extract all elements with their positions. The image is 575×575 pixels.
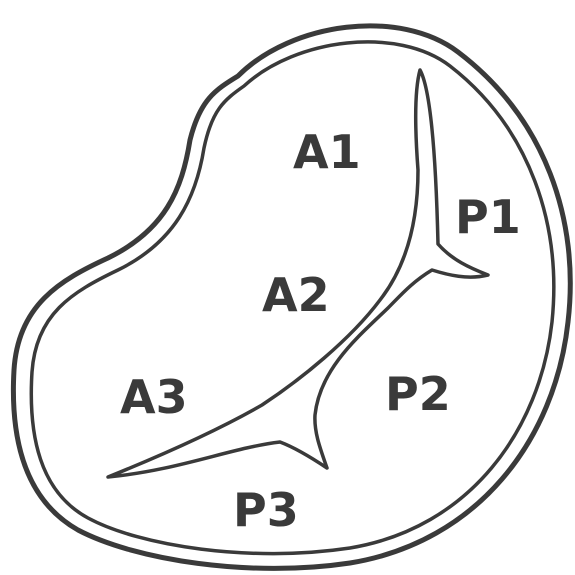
label-a1: A1: [293, 125, 361, 179]
label-a3: A3: [120, 370, 188, 424]
label-p1: P1: [455, 190, 521, 244]
label-a2: A2: [262, 268, 330, 322]
label-p3: P3: [233, 483, 299, 537]
label-p2: P2: [385, 367, 451, 421]
